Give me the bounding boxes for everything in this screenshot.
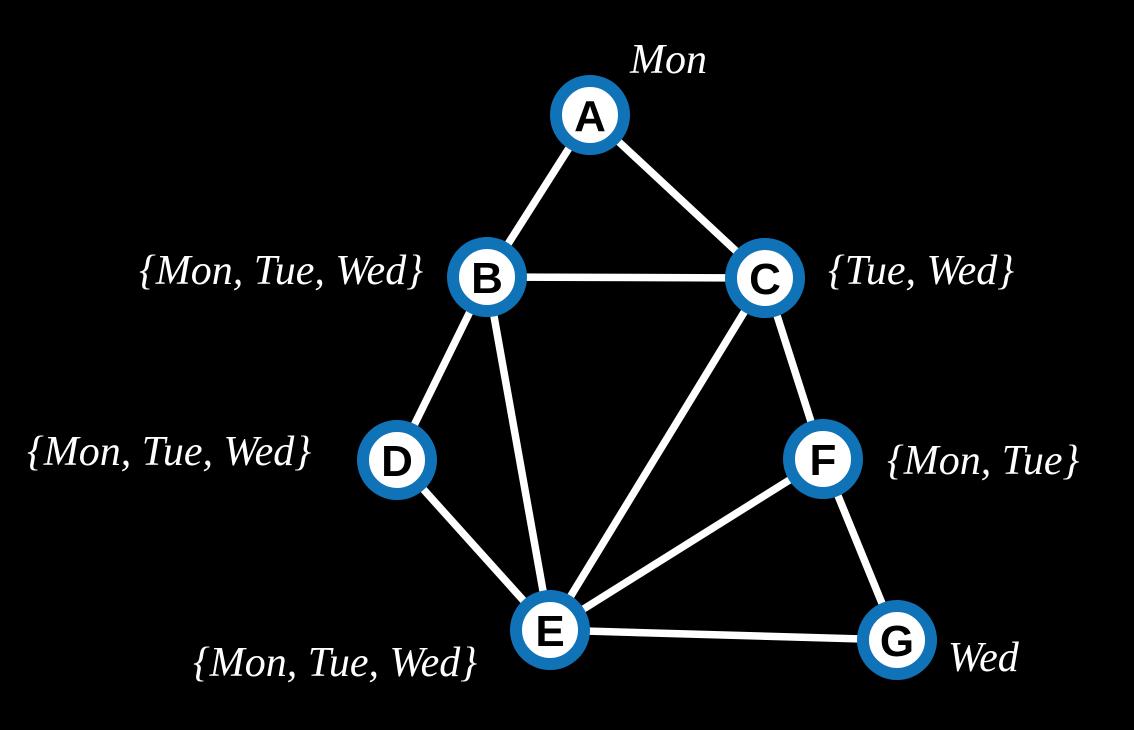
domain-label-D: {Mon, Tue, Wed} [27, 429, 311, 475]
edge-B-E [483, 273, 554, 634]
node-circle-E[interactable] [510, 590, 590, 670]
domain-label-A: Mon [629, 37, 707, 83]
domain-label-E: {Mon, Tue, Wed} [193, 640, 477, 686]
node-circle-G[interactable] [857, 600, 937, 680]
domain-label-B: {Mon, Tue, Wed} [139, 248, 423, 294]
edge-E-G [546, 626, 901, 644]
node-letter-B: B [471, 254, 503, 303]
node-E[interactable]: E [510, 590, 590, 670]
node-G[interactable]: G [857, 600, 937, 680]
node-C[interactable]: C [725, 238, 805, 318]
edge-C-E [546, 274, 769, 634]
node-letter-D: D [381, 437, 413, 486]
node-circle-C[interactable] [725, 238, 805, 318]
node-letter-G: G [880, 617, 914, 666]
node-F[interactable]: F [783, 419, 863, 499]
node-D[interactable]: D [357, 420, 437, 500]
edge-B-C [483, 273, 769, 282]
node-letter-C: C [749, 255, 781, 304]
node-A[interactable]: A [550, 75, 630, 155]
edge-E-F [546, 455, 827, 634]
domain-label-C: {Tue, Wed} [828, 248, 1014, 294]
node-circle-F[interactable] [783, 419, 863, 499]
node-circle-D[interactable] [357, 420, 437, 500]
domain-label-F: {Mon, Tue} [887, 438, 1079, 484]
domain-label-G: Wed [948, 635, 1020, 681]
node-letter-A: A [574, 92, 606, 141]
node-B[interactable]: B [447, 237, 527, 317]
node-letter-F: F [810, 436, 837, 485]
node-letter-E: E [535, 607, 564, 656]
node-circle-B[interactable] [447, 237, 527, 317]
node-circle-A[interactable] [550, 75, 630, 155]
